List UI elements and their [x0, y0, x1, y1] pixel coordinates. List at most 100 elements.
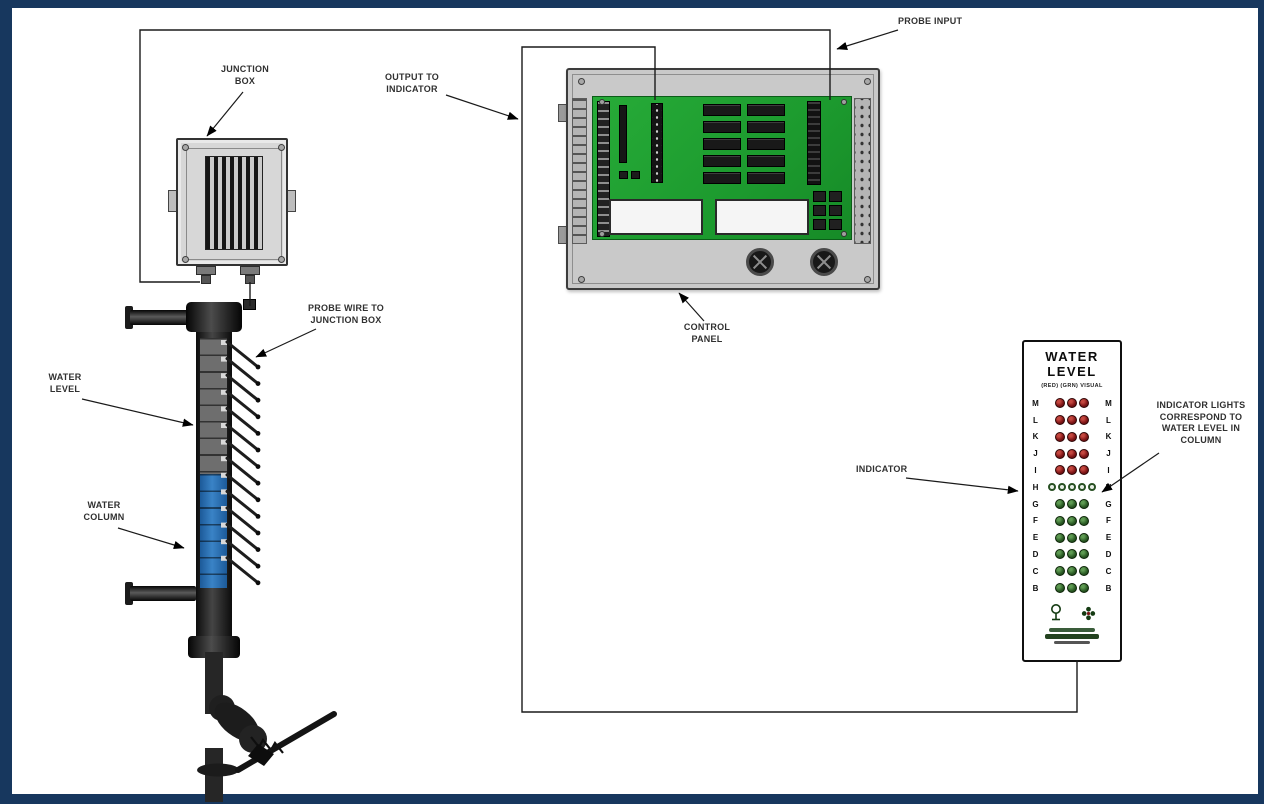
- row-letter: H: [1032, 482, 1039, 492]
- row-letter: J: [1033, 449, 1038, 459]
- row-letter: D: [1032, 549, 1039, 559]
- row-letter: L: [1106, 415, 1111, 425]
- frame-left: [0, 0, 12, 804]
- green-light: [1079, 566, 1089, 577]
- red-light: [1055, 431, 1065, 442]
- green-light: [1067, 583, 1077, 594]
- frame-top: [0, 0, 1264, 8]
- pipe-cap: [125, 582, 133, 605]
- light-group-B: [1055, 583, 1089, 594]
- drain-valve: [197, 652, 337, 802]
- light-group-C: [1055, 566, 1089, 577]
- green-light: [1055, 515, 1065, 526]
- red-light: [1055, 398, 1065, 409]
- green-light: [1067, 532, 1077, 543]
- screw-icon: [864, 78, 871, 85]
- control-panel: [566, 68, 880, 290]
- light-group-F: [1055, 515, 1089, 526]
- frame-bottom: [0, 794, 1264, 804]
- green-light: [1055, 566, 1065, 577]
- terminal-strip-left: [572, 98, 587, 244]
- leader-output-to-indicator: [445, 94, 519, 120]
- ic-chip: [747, 172, 785, 184]
- screw-icon: [578, 276, 585, 283]
- green-light: [1055, 583, 1065, 594]
- ic-chip: [747, 138, 785, 150]
- light-group-I: [1055, 465, 1089, 476]
- column-gauge-glass: [200, 338, 227, 474]
- junction-box-gland-left-stub: [201, 275, 211, 284]
- lower-process-pipe: [130, 586, 196, 601]
- ic-chip: [703, 104, 741, 116]
- screw-icon: [278, 256, 285, 263]
- indicator-label: INDICATOR: [856, 464, 908, 474]
- green-light: [1055, 499, 1065, 510]
- ic-chip: [747, 121, 785, 133]
- screw-icon: [278, 144, 285, 151]
- leader-indicator: [905, 477, 1019, 494]
- row-letter: G: [1105, 499, 1112, 509]
- probe-input-label: PROBE INPUT: [898, 16, 963, 26]
- row-letter: G: [1032, 499, 1039, 509]
- row-letter: C: [1032, 566, 1039, 576]
- red-light: [1055, 465, 1065, 476]
- light-group-G: [1055, 499, 1089, 510]
- screw-icon: [578, 78, 585, 85]
- open-light: [1048, 483, 1056, 492]
- open-light: [1058, 483, 1066, 492]
- light-group-K: [1055, 431, 1089, 442]
- row-letter: B: [1105, 583, 1112, 593]
- leader-junction-box: [206, 91, 244, 137]
- red-light: [1079, 448, 1089, 459]
- screw-icon: [599, 231, 605, 237]
- red-light: [1067, 431, 1077, 442]
- row-letter: B: [1032, 583, 1039, 593]
- red-light: [1055, 448, 1065, 459]
- screw-icon: [841, 99, 847, 105]
- probe-wire-label: PROBE WIRE TO JUNCTION BOX: [307, 303, 385, 325]
- green-light: [1079, 532, 1089, 543]
- light-group-E: [1055, 532, 1089, 543]
- pcb-component-cluster: [813, 191, 842, 230]
- row-letter: I: [1107, 465, 1110, 475]
- row-letter: J: [1106, 449, 1111, 459]
- water-column-bottom-cap: [188, 636, 240, 658]
- frame-right: [1258, 0, 1264, 804]
- leader-water-column: [117, 527, 185, 550]
- open-light: [1088, 483, 1096, 492]
- junction-box-gland-right: [240, 266, 260, 275]
- row-letter: K: [1032, 432, 1039, 442]
- row-letter: I: [1034, 465, 1037, 475]
- light-group-D: [1055, 549, 1089, 560]
- terminal-strip-right: [854, 98, 871, 244]
- pcb-component: [619, 171, 628, 179]
- pipe-cap: [125, 306, 133, 329]
- water-column-label: WATER COLUMN: [83, 500, 125, 522]
- green-light: [1079, 499, 1089, 510]
- row-letter: E: [1032, 533, 1039, 543]
- row-letter: F: [1106, 516, 1111, 526]
- screw-icon: [182, 256, 189, 263]
- indicator-subtitle: (RED) (GRN) VISUAL: [1041, 382, 1103, 389]
- water-column-top-cap: [186, 302, 242, 332]
- control-panel-label: CONTROL PANEL: [683, 322, 731, 344]
- row-letter: F: [1033, 516, 1038, 526]
- output-to-indicator-label: OUTPUT TO INDICATOR: [384, 72, 440, 94]
- red-light: [1055, 415, 1065, 426]
- water-level-label: WATER LEVEL: [48, 372, 82, 394]
- screw-icon: [864, 276, 871, 283]
- clover-icon: [1081, 607, 1095, 621]
- ic-chip: [703, 138, 741, 150]
- row-letter: H: [1105, 482, 1112, 492]
